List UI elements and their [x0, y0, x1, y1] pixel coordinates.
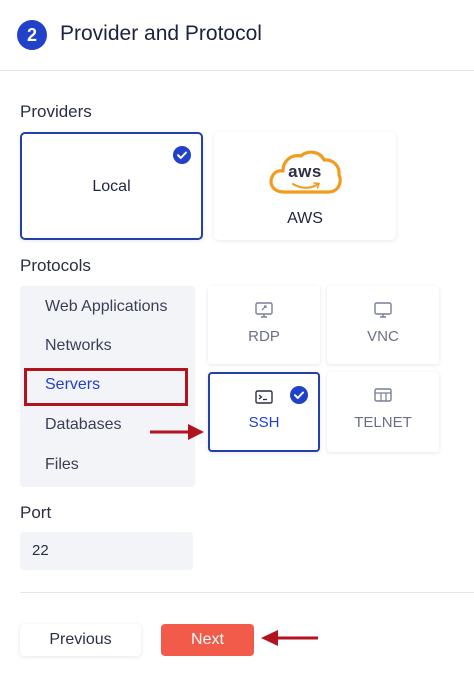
aws-cloud-icon: aws — [266, 148, 344, 198]
terminal-icon — [255, 390, 273, 409]
category-databases[interactable]: Databases — [45, 416, 122, 433]
providers-label: Providers — [20, 102, 92, 121]
port-input[interactable]: 22 — [20, 532, 193, 570]
selected-check-icon — [290, 386, 308, 404]
aws-logo-text: aws — [288, 162, 322, 181]
annotation-highlight-box — [24, 368, 188, 406]
protocol-ssh-label: SSH — [248, 414, 280, 431]
next-button[interactable]: Next — [161, 624, 254, 656]
category-networks[interactable]: Networks — [45, 337, 112, 354]
protocol-card-vnc[interactable]: VNC — [327, 286, 439, 364]
previous-button[interactable]: Previous — [20, 624, 141, 656]
protocol-card-rdp[interactable]: RDP — [208, 286, 320, 364]
provider-local-label: Local — [92, 178, 131, 195]
annotation-arrow-next — [261, 630, 318, 646]
protocol-card-ssh[interactable]: SSH — [208, 372, 320, 452]
category-files[interactable]: Files — [45, 456, 79, 473]
provider-aws-label: AWS — [287, 210, 323, 227]
grid-terminal-icon — [374, 388, 392, 407]
selected-check-icon — [173, 146, 191, 164]
protocol-rdp-label: RDP — [248, 328, 280, 345]
divider — [20, 592, 474, 593]
protocols-label: Protocols — [20, 256, 91, 275]
protocol-card-telnet[interactable]: TELNET — [327, 372, 439, 452]
annotation-arrow-ssh — [150, 424, 204, 440]
step-title: Provider and Protocol — [60, 22, 262, 45]
protocol-category-menu — [20, 286, 195, 487]
monitor-icon — [374, 302, 392, 323]
provider-card-aws[interactable]: aws AWS — [214, 132, 396, 240]
provider-card-local[interactable]: Local — [20, 132, 203, 240]
remote-desktop-icon — [255, 302, 273, 323]
category-servers[interactable]: Servers — [45, 376, 101, 393]
category-web-applications[interactable]: Web Applications — [45, 298, 168, 315]
step-header: 2 Provider and Protocol — [0, 0, 474, 71]
protocol-vnc-label: VNC — [367, 328, 399, 345]
port-label: Port — [20, 503, 52, 522]
step-number-badge: 2 — [17, 20, 47, 50]
protocol-telnet-label: TELNET — [354, 414, 412, 431]
